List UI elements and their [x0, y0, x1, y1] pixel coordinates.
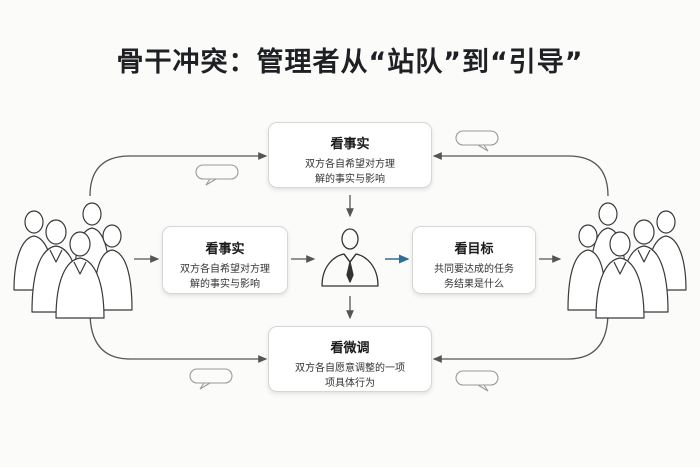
card-goals: 看目标 共同要达成的任务 务结果是什么 — [412, 226, 536, 294]
loop-bottom-left — [89, 311, 268, 363]
card-heading: 看微调 — [330, 341, 370, 356]
loop-bottom-right — [432, 311, 609, 363]
card-desc-line: 务结果是什么 — [444, 279, 504, 290]
card-desc-line: 双方各自愿意调整的一项 — [295, 363, 405, 374]
card-desc-line: 解的事实与影响 — [190, 279, 260, 290]
speech-bubble-icon — [189, 368, 233, 390]
speech-bubble-icon — [195, 164, 239, 186]
manager-icon — [321, 228, 379, 287]
card-heading: 看事实 — [330, 137, 370, 152]
speech-bubble-icon — [455, 130, 499, 152]
left-team-icon — [13, 202, 133, 319]
card-description: 双方各自希望对方理 解的事实与影响 — [163, 262, 287, 292]
card-heading: 看事实 — [205, 242, 245, 257]
card-heading: 看目标 — [454, 242, 494, 257]
card-description: 共同要达成的任务 务结果是什么 — [413, 262, 535, 292]
page-title: 骨干冲突：管理者从“站队”到“引导” — [116, 47, 584, 78]
card-desc-line: 共同要达成的任务 — [434, 264, 514, 275]
card-desc-line: 双方各自希望对方理 — [305, 159, 395, 170]
card-facts-left: 看事实 双方各自希望对方理 解的事实与影响 — [162, 226, 288, 294]
card-desc-line: 项具体行为 — [325, 378, 375, 389]
right-team-icon — [567, 202, 687, 319]
card-description: 双方各自愿意调整的一项 项具体行为 — [269, 361, 431, 391]
card-description: 双方各自希望对方理 解的事实与影响 — [269, 157, 431, 187]
card-adjustments: 看微调 双方各自愿意调整的一项 项具体行为 — [268, 326, 432, 392]
card-facts-top: 看事实 双方各自希望对方理 解的事实与影响 — [268, 122, 432, 188]
loop-top-right — [432, 152, 609, 197]
card-desc-line: 双方各自希望对方理 — [180, 264, 270, 275]
loop-top-left — [89, 152, 268, 197]
card-desc-line: 解的事实与影响 — [315, 174, 385, 185]
speech-bubble-icon — [455, 370, 499, 392]
